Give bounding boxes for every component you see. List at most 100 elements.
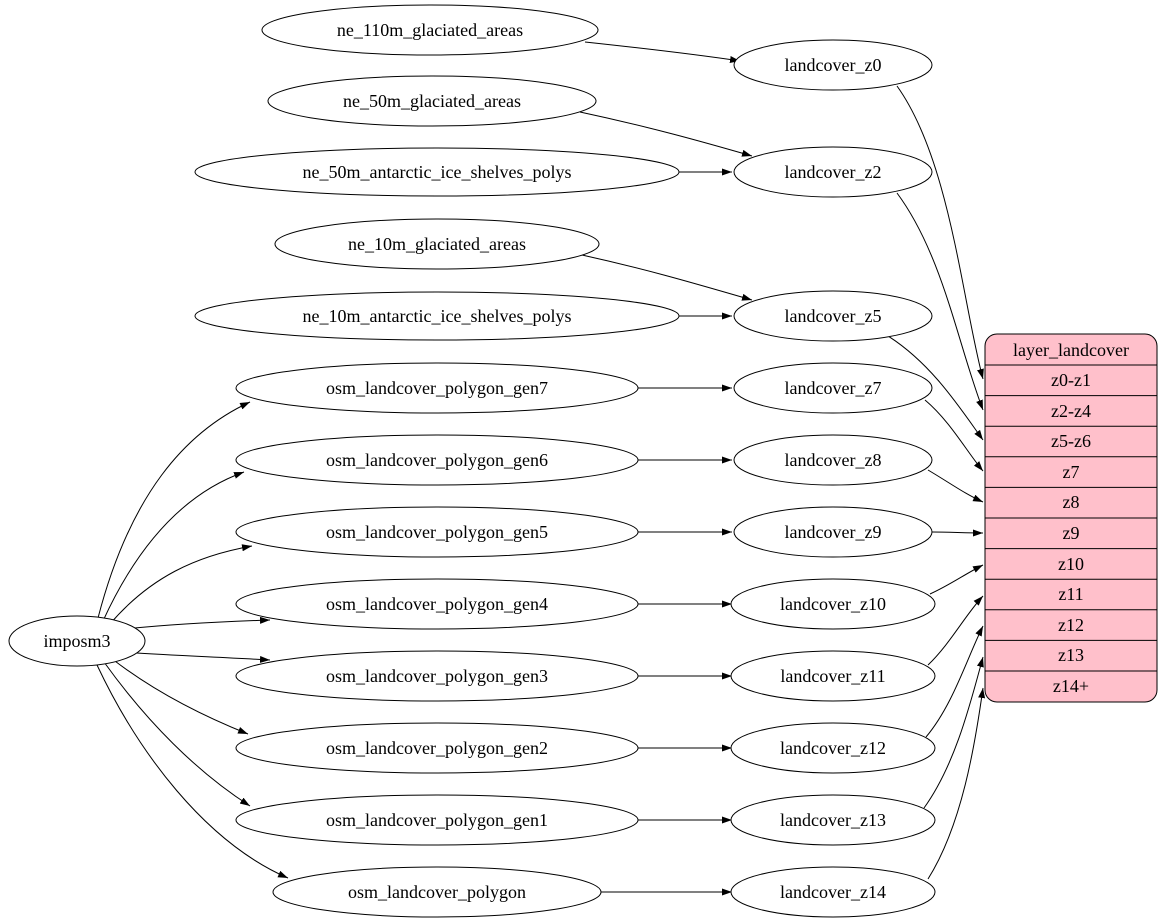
node-label-osm-landcover-polygon-gen3: osm_landcover_polygon_gen3 bbox=[326, 666, 548, 686]
node-label-landcover-z7: landcover_z7 bbox=[785, 378, 882, 398]
edge-ne10m-glaciated-z5 bbox=[581, 254, 753, 301]
node-label-ne-50m-antarctic-ice-shelves-polys: ne_50m_antarctic_ice_shelves_polys bbox=[303, 162, 572, 182]
node-label-osm-landcover-polygon-gen2: osm_landcover_polygon_gen2 bbox=[326, 738, 548, 758]
node-ne-50m-antarctic-ice-shelves-polys: ne_50m_antarctic_ice_shelves_polys bbox=[194, 147, 680, 197]
node-label-landcover-z14: landcover_z14 bbox=[780, 882, 886, 902]
edge-group-imposm3 bbox=[96, 401, 289, 879]
node-ne-10m-antarctic-ice-shelves-polys: ne_10m_antarctic_ice_shelves_polys bbox=[194, 291, 680, 341]
node-label-ne-10m-antarctic-ice-shelves-polys: ne_10m_antarctic_ice_shelves_polys bbox=[303, 306, 572, 326]
node-label-osm-landcover-polygon: osm_landcover_polygon bbox=[348, 882, 526, 902]
node-label-landcover-z12: landcover_z12 bbox=[780, 738, 886, 758]
node-ellipse-osm-landcover-polygon-gen7 bbox=[235, 362, 639, 414]
node-ellipse-osm-landcover-polygon-gen3 bbox=[235, 650, 639, 702]
node-label-osm-landcover-polygon-gen5: osm_landcover_polygon_gen5 bbox=[326, 522, 548, 542]
node-label-imposm3: imposm3 bbox=[43, 631, 110, 651]
node-landcover-z9: landcover_z9 bbox=[733, 506, 933, 558]
node-ellipse-landcover-z12 bbox=[730, 722, 936, 774]
node-landcover-z13: landcover_z13 bbox=[730, 794, 936, 846]
node-label-ne-110m-glaciated-areas: ne_110m_glaciated_areas bbox=[337, 20, 523, 40]
node-ellipse-ne-50m-glaciated-areas bbox=[267, 75, 597, 127]
node-imposm3: imposm3 bbox=[8, 615, 146, 667]
record-row-z10: z10 bbox=[1058, 554, 1084, 574]
node-label-osm-landcover-polygon-gen7: osm_landcover_polygon_gen7 bbox=[326, 378, 548, 398]
node-label-osm-landcover-polygon-gen4: osm_landcover_polygon_gen4 bbox=[326, 594, 548, 614]
edge-imposm3-gen6 bbox=[102, 471, 245, 622]
node-label-ne-10m-glaciated-areas: ne_10m_glaciated_areas bbox=[348, 234, 526, 254]
node-ellipse-osm-landcover-polygon-gen4 bbox=[235, 578, 639, 630]
node-label-landcover-z11: landcover_z11 bbox=[780, 666, 885, 686]
record-row-z0-z1: z0-z1 bbox=[1051, 370, 1091, 390]
edge-imposm3-gen3 bbox=[117, 651, 271, 663]
node-ellipse-osm-landcover-polygon bbox=[272, 866, 602, 918]
record-row-z8: z8 bbox=[1063, 492, 1080, 512]
node-label-landcover-z5: landcover_z5 bbox=[785, 306, 882, 326]
node-ellipse-imposm3 bbox=[8, 615, 146, 667]
record-row-z14plus: z14+ bbox=[1053, 676, 1089, 696]
node-ellipse-landcover-z2 bbox=[733, 146, 933, 198]
node-ellipse-landcover-z10 bbox=[730, 578, 936, 630]
edge-z7-row-z7 bbox=[924, 399, 984, 472]
edge-ne110m-z0 bbox=[584, 41, 741, 63]
record-title: layer_landcover bbox=[1013, 340, 1129, 360]
node-ellipse-landcover-z11 bbox=[730, 650, 936, 702]
node-label-landcover-z2: landcover_z2 bbox=[785, 162, 882, 182]
edge-group-sources bbox=[579, 41, 753, 896]
node-osm-landcover-polygon: osm_landcover_polygon bbox=[272, 866, 602, 918]
edge-imposm3-gen2 bbox=[110, 657, 249, 735]
node-landcover-z11: landcover_z11 bbox=[730, 650, 936, 702]
edge-group-record bbox=[887, 85, 986, 880]
node-osm-landcover-polygon-gen5: osm_landcover_polygon_gen5 bbox=[235, 506, 639, 558]
edge-imposm3-gen7 bbox=[97, 401, 251, 619]
node-osm-landcover-polygon-gen7: osm_landcover_polygon_gen7 bbox=[235, 362, 639, 414]
node-label-landcover-z9: landcover_z9 bbox=[785, 522, 882, 542]
record-layer-landcover: layer_landcover z0-z1 z2-z4 z5-z6 z7 z8 … bbox=[984, 333, 1158, 703]
node-ellipse-landcover-z7 bbox=[733, 362, 933, 414]
node-ellipse-ne-110m-glaciated-areas bbox=[261, 4, 599, 56]
node-landcover-z5: landcover_z5 bbox=[733, 290, 933, 342]
node-ellipse-ne-50m-antarctic-ice-shelves-polys bbox=[194, 147, 680, 197]
node-label-osm-landcover-polygon-gen1: osm_landcover_polygon_gen1 bbox=[326, 810, 548, 830]
edge-z14-row-z14 bbox=[927, 687, 986, 880]
node-ellipse-osm-landcover-polygon-gen2 bbox=[235, 722, 639, 774]
edge-z9-row-z9 bbox=[931, 529, 984, 537]
node-ne-110m-glaciated-areas: ne_110m_glaciated_areas bbox=[261, 4, 599, 56]
node-label-ne-50m-glaciated-areas: ne_50m_glaciated_areas bbox=[343, 91, 521, 111]
node-landcover-z10: landcover_z10 bbox=[730, 578, 936, 630]
edge-z13-row-z13 bbox=[923, 656, 984, 809]
edge-z11-row-z11 bbox=[927, 595, 984, 666]
node-osm-landcover-polygon-gen2: osm_landcover_polygon_gen2 bbox=[235, 722, 639, 774]
node-ellipse-landcover-z0 bbox=[733, 39, 933, 91]
node-ellipse-landcover-z9 bbox=[733, 506, 933, 558]
node-ne-50m-glaciated-areas: ne_50m_glaciated_areas bbox=[267, 75, 597, 127]
node-osm-landcover-polygon-gen6: osm_landcover_polygon_gen6 bbox=[235, 434, 639, 486]
node-ellipse-osm-landcover-polygon-gen6 bbox=[235, 434, 639, 486]
edge-z8-row-z8 bbox=[927, 469, 984, 503]
edge-z0-row-z0z1 bbox=[896, 85, 984, 380]
node-osm-landcover-polygon-gen3: osm_landcover_polygon_gen3 bbox=[235, 650, 639, 702]
edge-z12-row-z12 bbox=[925, 625, 984, 738]
node-ellipse-landcover-z14 bbox=[730, 866, 936, 918]
node-ellipse-osm-landcover-polygon-gen1 bbox=[235, 794, 639, 846]
node-ellipse-ne-10m-antarctic-ice-shelves-polys bbox=[194, 291, 680, 341]
edge-imposm3-gen5 bbox=[108, 544, 253, 626]
record-row-z13: z13 bbox=[1058, 645, 1084, 665]
edge-z10-row-z10 bbox=[929, 564, 984, 595]
record-row-z5-z6: z5-z6 bbox=[1051, 431, 1091, 451]
node-ellipse-ne-10m-glaciated-areas bbox=[274, 218, 600, 270]
edge-imposm3-polygon bbox=[96, 664, 289, 879]
node-label-landcover-z8: landcover_z8 bbox=[785, 450, 882, 470]
record-row-z7: z7 bbox=[1063, 462, 1080, 482]
record-row-z11: z11 bbox=[1058, 584, 1083, 604]
edge-ne50m-glaciated-z2 bbox=[579, 111, 753, 157]
node-label-osm-landcover-polygon-gen6: osm_landcover_polygon_gen6 bbox=[326, 450, 548, 470]
node-landcover-z0: landcover_z0 bbox=[733, 39, 933, 91]
node-landcover-z8: landcover_z8 bbox=[733, 434, 933, 486]
node-ne-10m-glaciated-areas: ne_10m_glaciated_areas bbox=[274, 218, 600, 270]
node-label-landcover-z0: landcover_z0 bbox=[785, 55, 882, 75]
node-osm-landcover-polygon-gen1: osm_landcover_polygon_gen1 bbox=[235, 794, 639, 846]
node-label-landcover-z13: landcover_z13 bbox=[780, 810, 886, 830]
edge-z5-row-z5z6 bbox=[887, 335, 984, 441]
edge-z2-row-z2z4 bbox=[896, 192, 984, 411]
node-label-landcover-z10: landcover_z10 bbox=[780, 594, 886, 614]
